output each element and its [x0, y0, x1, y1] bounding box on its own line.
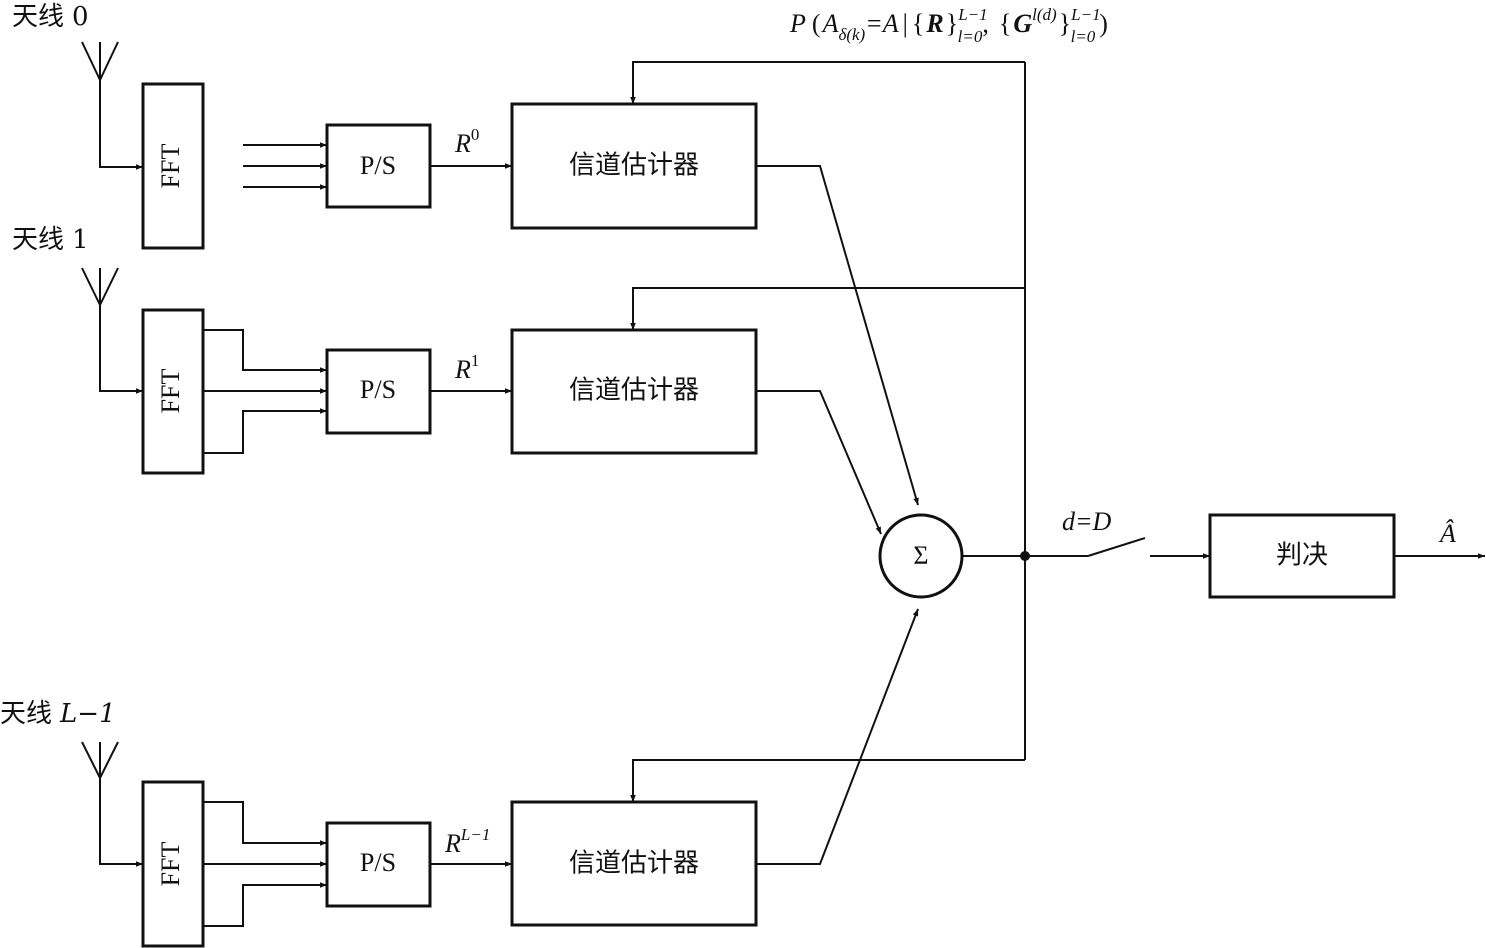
feedback-to-estimator-0	[630, 61, 1025, 104]
channel-estimator-1-label: 信道估计器	[569, 376, 699, 406]
estimator-l-minus-1-to-summer	[756, 608, 919, 865]
ps-label-1: P/S	[360, 375, 396, 404]
switch-blade	[1087, 537, 1146, 557]
antenna-l-minus-1-icon	[81, 741, 119, 779]
channel-estimator-l-minus-1	[510, 800, 758, 927]
estimator-0-to-summer	[756, 165, 919, 506]
feedback-to-estimator-1	[630, 287, 1025, 330]
antenna-0-icon	[81, 41, 119, 81]
ps-label-0: P/S	[360, 151, 396, 180]
ps-block-1	[325, 348, 432, 435]
channel-estimator-0-label: 信道估计器	[569, 151, 699, 181]
r-label-1: R1	[454, 351, 479, 384]
decision-block	[1208, 513, 1396, 599]
summation-symbol: Σ	[913, 541, 928, 570]
fft-label-0: FFT	[156, 143, 185, 188]
ps-block-l-minus-1	[325, 821, 432, 908]
r-label-0: R0	[454, 125, 479, 158]
fft-label-l-minus-1: FFT	[156, 841, 185, 886]
ps-block-0	[325, 123, 432, 209]
decision-label: 判决	[1276, 541, 1328, 571]
fft-block-l-minus-1	[141, 780, 205, 948]
fft-block-0	[141, 82, 205, 250]
antenna-1-icon	[81, 267, 119, 306]
channel-estimator-1	[510, 328, 758, 455]
switch-label: d=D	[1062, 507, 1112, 536]
estimator-1-to-summer	[756, 390, 882, 535]
ps-label-l-minus-1: P/S	[360, 848, 396, 877]
feedback-to-estimator-l-minus-1	[630, 759, 1025, 802]
r-label-l-minus-1: RL−1	[444, 825, 490, 858]
output-label: Â	[1438, 519, 1456, 548]
channel-estimator-l-minus-1-label: 信道估计器	[569, 849, 699, 879]
fft-label-1: FFT	[156, 368, 185, 413]
